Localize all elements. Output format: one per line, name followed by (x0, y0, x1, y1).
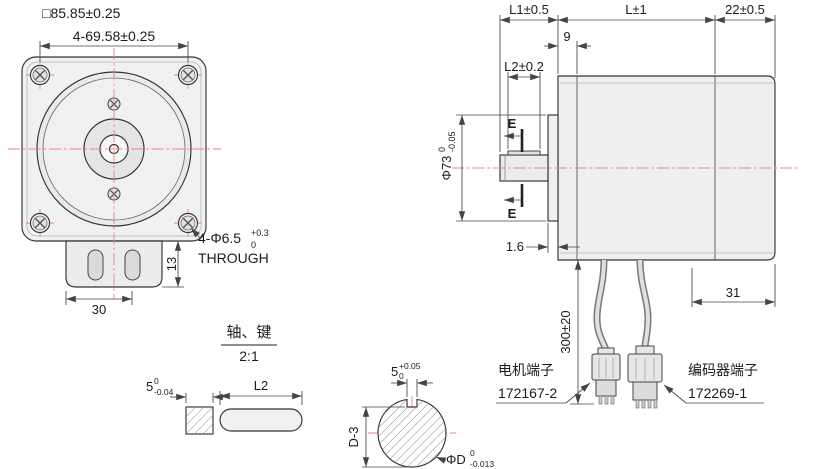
dim-connector-width-label: 30 (92, 302, 106, 317)
section-label-top: E (508, 116, 517, 131)
dim-pilot-tol-upper: 0 (437, 147, 447, 152)
dim-keyway-label: 5 (391, 364, 398, 379)
dim-dia-tol-lower: -0.013 (470, 459, 494, 469)
section-label-bottom: E (508, 206, 517, 221)
dim-rear-label: 22±0.5 (725, 2, 765, 17)
dim-pilot-label: Φ73 (439, 156, 454, 181)
motor-terminal-label: 电机端子 (498, 362, 554, 378)
dim-key-length-label: L2±0.2 (504, 59, 544, 74)
corner-hole-top-left (26, 61, 54, 89)
corner-hole-bottom-right (174, 209, 202, 237)
dim-flat-label: D-3 (346, 427, 361, 448)
dim-dia-tol-upper: 0 (470, 448, 475, 458)
hole-callout-tol-lower: 0 (251, 240, 256, 250)
encoder-terminal-connector (627, 345, 663, 409)
side-view: L1±0.5 L±1 22±0.5 9 L2±0.2 Φ73 0 -0.05 E… (437, 2, 798, 409)
dim-rear-exit-label: 31 (726, 285, 740, 300)
corner-hole-top-right (174, 61, 202, 89)
dim-boss-label: 1.6 (506, 239, 524, 254)
shaft-key (507, 150, 541, 156)
dim-front-plate-label: 9 (563, 29, 570, 44)
front-view: □85.85±0.25 4-69.58±0.25 30 13 4-Φ6.5 +0… (8, 5, 269, 317)
key-plan-view (219, 408, 303, 432)
shaft-section-view: 5 +0.05 0 D-3 ΦD 0 -0.013 (346, 361, 494, 469)
connector-slot-right (124, 249, 141, 281)
dim-key-width-label: 5 (146, 379, 153, 394)
dim-keyway-tol-lower: 0 (399, 371, 404, 381)
hole-callout-tol-upper: +0.3 (251, 228, 269, 238)
dim-cable-label: 300±20 (558, 310, 573, 353)
dim-l-label: L±1 (625, 2, 647, 17)
key-detail-scale: 2:1 (239, 348, 259, 364)
encoder-terminal-label: 编码器端子 (688, 362, 758, 378)
key-detail-title: 轴、键 (226, 324, 271, 341)
dim-key-width-tol-upper: 0 (154, 376, 159, 386)
dim-key-length-detail-label: L2 (254, 378, 268, 393)
dim-key-width-tol-lower: -0.04 (154, 387, 174, 397)
key-detail-view: 轴、键 2:1 5 0 -0.04 L2 (146, 324, 303, 435)
hole-callout-note: THROUGH (198, 250, 269, 266)
dim-square-label: □85.85±0.25 (42, 5, 121, 21)
dim-dia-label: ΦD (446, 452, 466, 467)
motor-terminal-connector (591, 347, 621, 405)
hole-callout-label: 4-Φ6.5 (198, 230, 241, 246)
corner-hole-bottom-left (26, 209, 54, 237)
encoder-terminal-pn: 172269-1 (688, 385, 747, 401)
dim-pilot-tol-lower: -0.05 (447, 131, 457, 152)
motor-terminal-pn: 172167-2 (498, 385, 557, 401)
dim-bolt-spacing-label: 4-69.58±0.25 (73, 28, 156, 44)
dim-keyway-tol-upper: +0.05 (399, 361, 421, 371)
dim-connector-height-label: 13 (164, 257, 179, 271)
dim-l1-label: L1±0.5 (509, 2, 549, 17)
connector-slot-left (87, 249, 104, 281)
